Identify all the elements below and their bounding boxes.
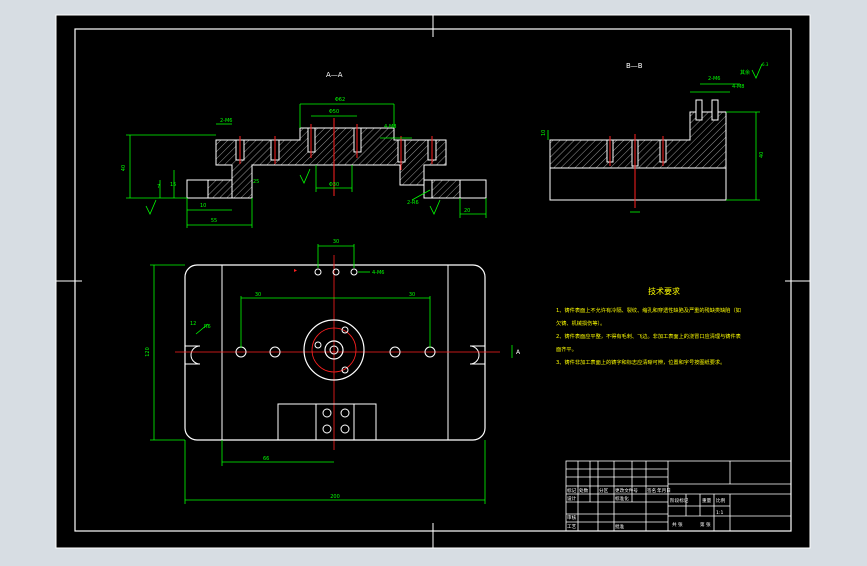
left-foot-hatch	[207, 179, 233, 199]
plan-slot-right	[469, 345, 485, 365]
roughness-value: 6.3	[762, 62, 769, 67]
tech-requirements: 技术要求 1、铸件表面上不允许有冷隔、裂纹、缩孔和穿透性缺陷及严重的残缺类缺陷（…	[556, 286, 742, 366]
section-bb-label: B—B	[626, 62, 643, 70]
dim-bb-m8: 4-M8	[732, 84, 744, 90]
aa-centerlines	[239, 118, 433, 196]
section-aa-view: A—A	[121, 71, 487, 228]
section-marker-bb-top: ▸	[294, 267, 297, 274]
tb-standard: 标准化	[615, 495, 629, 502]
dim-bb-m6: 2-M6	[708, 76, 720, 82]
bb-roughness-symbol	[751, 63, 763, 79]
plan-dim-text: 30 4-M6 30 30 120 66 200 12 R6	[145, 239, 415, 500]
tech-item-2: 2、铸件表面应平整，不得有毛刺、飞边。非加工表面上的浇冒口应清理与铸件表	[556, 332, 742, 340]
dim-aa-top-a: Φ62	[335, 97, 345, 103]
tb-sheets: 共 张	[672, 521, 683, 528]
tech-item-3: 3、铸件非加工表面上的铸字和标志应清晰可辨，位置和字号按图纸要求。	[556, 358, 725, 366]
dim-aa-bottom: Φ30	[329, 182, 339, 188]
bb-centerlines	[609, 134, 664, 208]
aa-dimensions	[126, 103, 487, 228]
dim-aa-r: 2-R6	[407, 200, 419, 206]
plan-boss-inner	[324, 340, 344, 360]
dim-plan-total: 200	[330, 494, 340, 500]
dim-aa-55: 55	[211, 218, 217, 224]
right-foot-hatch	[431, 179, 461, 199]
dim-plan-right: 30	[409, 292, 415, 298]
tb-date: 年月日	[657, 487, 671, 494]
section-aa-label: A—A	[326, 71, 343, 79]
roughness-other: 其余	[740, 69, 750, 76]
plan-pocket-holes	[322, 408, 350, 434]
plan-bolt-holes	[235, 268, 436, 358]
aa-roughness	[145, 168, 441, 215]
dim-aa-7: 7	[157, 184, 160, 190]
dim-aa-25: 25	[253, 179, 259, 185]
tb-stage-mark: 阶段标记	[670, 497, 689, 504]
dim-aa-20: 20	[464, 208, 470, 214]
title-block-text: 标记 处数 分区 更改文件号 签名 年月日 设计 标准化 审核 工艺 批准 阶段…	[567, 487, 726, 530]
dim-plan-left: 30	[255, 292, 261, 298]
dim-aa-m6: 2-M6	[220, 118, 232, 124]
plan-dimensions	[150, 244, 513, 504]
dim-plan-r: R6	[204, 324, 211, 330]
bb-dimensions	[547, 83, 760, 213]
tb-sheet: 第 张	[700, 521, 711, 528]
dim-bb-40: 40	[759, 152, 765, 158]
plan-boss-outer	[303, 319, 365, 381]
dim-aa-15: 15	[170, 182, 176, 188]
dim-aa-40: 40	[121, 165, 127, 171]
aa-dim-text: Φ62 Φ50 40 7 15 25 10 55 20 Φ30 2-M6 4-M…	[121, 97, 470, 224]
tech-item-1: 1、铸件表面上不允许有冷隔、裂纹、缩孔和穿透性缺陷及严重的残缺类缺陷（如	[556, 306, 741, 314]
centering-marks	[56, 15, 810, 548]
tb-scale-value: 1:1	[716, 510, 723, 516]
tb-weight: 重量	[702, 497, 712, 504]
plan-boss-bore	[329, 345, 339, 355]
title-block	[565, 460, 792, 532]
dim-plan-66: 66	[263, 456, 269, 462]
tb-signature: 签名	[647, 487, 656, 494]
tech-item-2b: 面齐平。	[556, 345, 577, 353]
tb-scale: 比例	[716, 497, 726, 504]
plan-boss-bolt-circle	[311, 327, 357, 373]
tb-process: 工艺	[567, 524, 577, 530]
section-marker-a: A	[516, 349, 521, 356]
dim-plan-m6: 4-M6	[372, 270, 384, 276]
tb-approve: 批准	[615, 523, 625, 530]
plan-pocket-inner	[315, 403, 355, 441]
dim-aa-m8: 4-M8	[384, 124, 396, 130]
tech-title: 技术要求	[648, 286, 680, 296]
tb-mark: 标记	[567, 487, 577, 494]
dim-bb-10: 10	[541, 130, 547, 136]
tb-review: 审核	[567, 514, 577, 521]
tb-count: 处数	[579, 487, 589, 494]
section-bb-view: B—B 其余 6.3 10 40 2-M6 4-M8	[541, 62, 769, 213]
dim-aa-10: 10	[200, 203, 206, 209]
section-bb-base	[549, 167, 727, 201]
tb-change-doc: 更改文件号	[615, 487, 638, 494]
tb-design: 设计	[567, 495, 577, 502]
drawing-sheet	[55, 14, 811, 549]
dim-plan-12: 12	[190, 321, 196, 327]
tb-zone: 分区	[599, 487, 609, 494]
dim-plan-h: 120	[145, 347, 151, 357]
plan-view: 30 4-M6 30 30 120 66 200 12 R6 A ▸	[145, 239, 521, 504]
plan-boss-holes	[314, 326, 349, 374]
plan-slot-left	[185, 345, 201, 365]
tech-item-1b: 欠铸、机械损伤等）。	[556, 319, 605, 327]
dim-plan-30: 30	[333, 239, 339, 245]
dim-aa-top-b: Φ50	[329, 109, 339, 115]
